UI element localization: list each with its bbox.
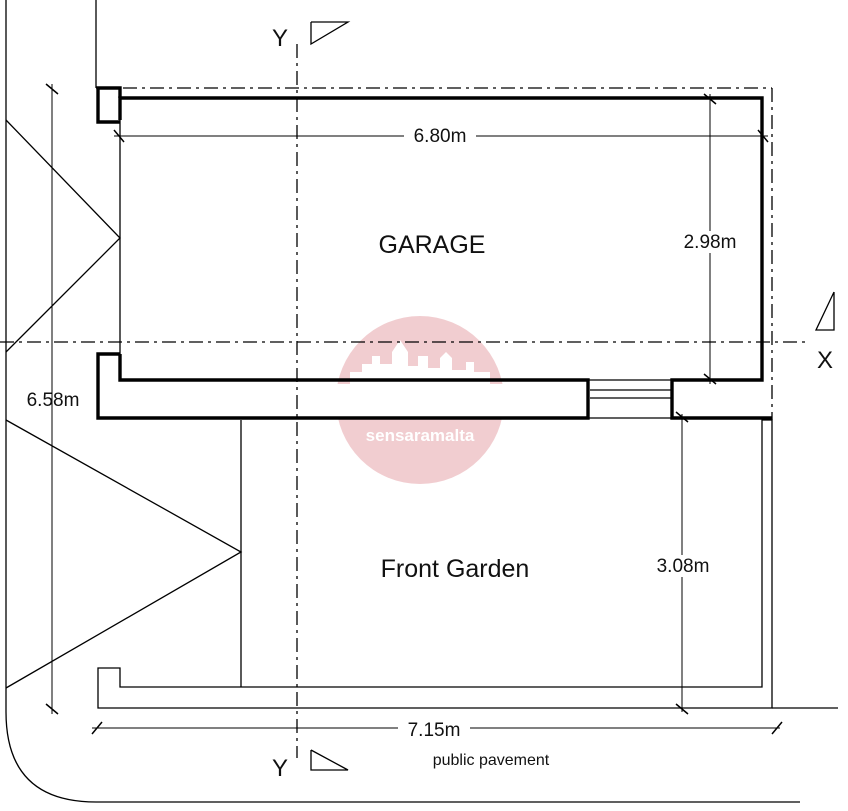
dimension-overall-width: 7.15m [408,720,461,741]
section-marker-right-arrow [814,291,835,331]
street-label: public pavement [433,752,550,769]
section-label-right: X [817,347,833,374]
site-outline [5,0,838,803]
dimension-garage-width: 2.98m [684,232,737,253]
site-boundary [5,0,800,803]
adjacent-roof-upper [5,119,121,353]
dimension-garage-length: 6.80m [414,126,467,147]
section-label-bottom: Y [272,755,288,782]
section-marker-top-arrow [310,21,351,46]
room-label-garage: GARAGE [379,231,486,259]
section-markers [310,21,835,771]
adjacent-roof-lower [5,419,243,689]
room-label-front-garden: Front Garden [381,555,530,583]
boundary-lines [0,44,808,758]
garden-fence [97,419,773,709]
section-label-top: Y [272,25,288,52]
walls [96,86,772,420]
watermark-text: sensaramalta [366,426,475,445]
garage-wall-upper-left [96,86,122,124]
garage-wall-lower [96,352,590,420]
dimension-garden-depth: 3.08m [657,556,710,577]
section-marker-bottom-arrow [310,749,349,771]
watermark: sensaramalta [336,316,504,484]
skyline-icon [350,340,490,384]
dimension-overall-depth: 6.58m [27,390,80,411]
